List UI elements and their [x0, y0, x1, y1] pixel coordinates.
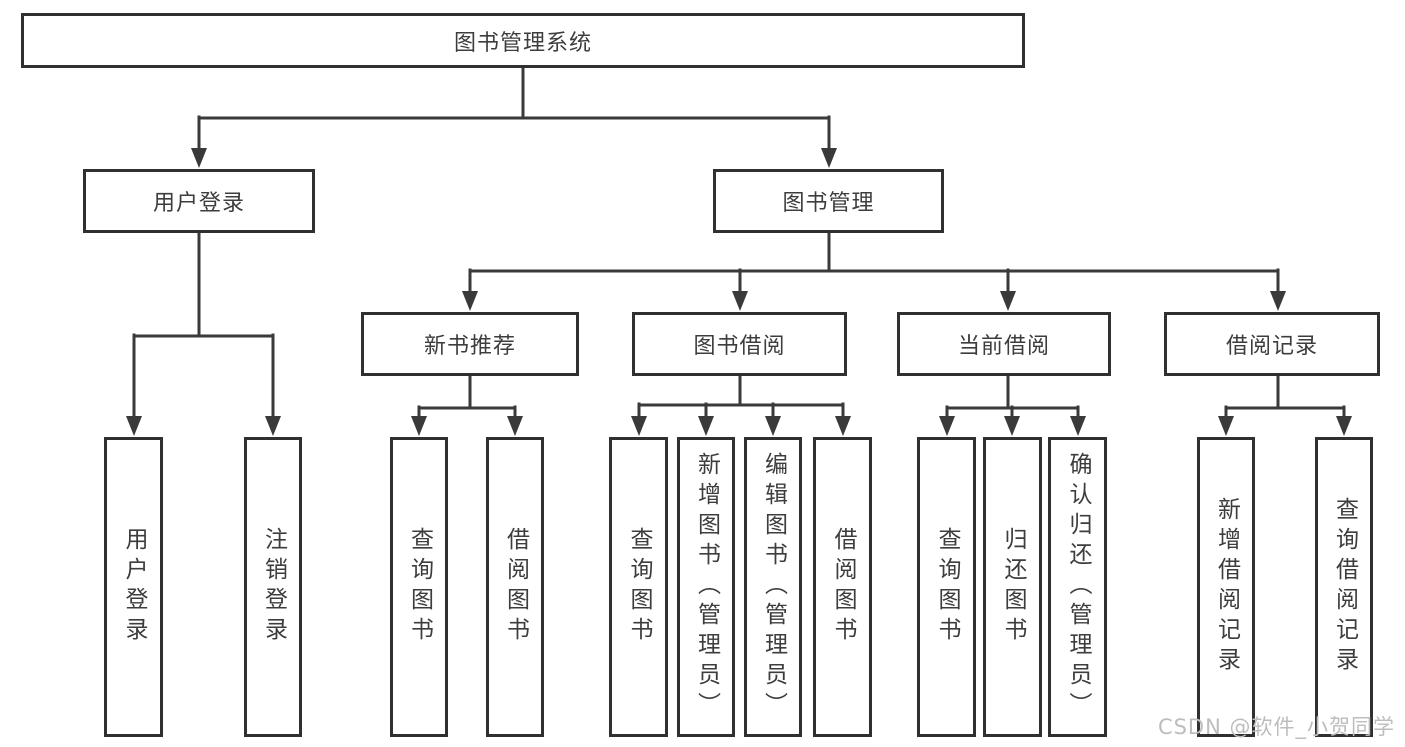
leaf-add-borrow-record-label: 新增借阅记录: [1213, 497, 1240, 677]
leaf-borrow-book-recommend: 借阅图书: [486, 437, 544, 737]
node-new-book-recommend-label: 新书推荐: [423, 334, 516, 359]
leaf-confirm-return-admin-label: 确认归还（管理员）: [1065, 452, 1091, 722]
leaf-logout-label: 注销登录: [260, 527, 287, 647]
leaf-borrow-book-label: 借阅图书: [830, 527, 856, 647]
leaf-query-book-current-label: 查询图书: [934, 527, 960, 647]
leaf-query-borrow-record-label: 查询借阅记录: [1331, 497, 1358, 677]
leaf-return-book-label: 归还图书: [1000, 527, 1026, 647]
leaf-user-login: 用户登录: [104, 437, 163, 737]
leaf-add-book-admin-label: 新增图书（管理员）: [693, 452, 720, 722]
connector-root-to-level2: [191, 65, 837, 168]
node-root-label: 图书管理系统: [453, 30, 592, 56]
leaf-return-book: 归还图书: [983, 437, 1042, 737]
node-current-borrow: 当前借阅: [897, 312, 1111, 376]
leaf-add-book-admin: 新增图书（管理员）: [677, 437, 735, 737]
leaf-confirm-return-admin: 确认归还（管理员）: [1048, 437, 1107, 737]
node-current-borrow-label: 当前借阅: [957, 334, 1050, 359]
connector-records-to-leaves: [1218, 373, 1352, 436]
leaf-query-book-recommend-label: 查询图书: [406, 527, 433, 647]
node-user-login: 用户登录: [83, 169, 315, 233]
node-book-management: 图书管理: [713, 169, 944, 233]
leaf-borrow-book-recommend-label: 借阅图书: [502, 527, 529, 647]
connector-current-to-leaves: [939, 373, 1086, 436]
connector-management-to-level3: [462, 230, 1286, 311]
node-new-book-recommend: 新书推荐: [361, 312, 579, 376]
connector-borrow-to-leaves: [631, 373, 851, 436]
leaf-edit-book-admin: 编辑图书（管理员）: [744, 437, 802, 737]
node-borrow-records: 借阅记录: [1164, 312, 1380, 376]
leaf-logout: 注销登录: [244, 437, 302, 737]
leaf-user-login-label: 用户登录: [121, 527, 147, 647]
leaf-query-book-recommend: 查询图书: [390, 437, 448, 737]
leaf-edit-book-admin-label: 编辑图书（管理员）: [760, 452, 787, 722]
node-root: 图书管理系统: [21, 13, 1025, 68]
node-book-management-label: 图书管理: [782, 191, 875, 216]
connector-login-to-leaves: [126, 230, 281, 436]
node-book-borrow: 图书借阅: [632, 312, 847, 376]
leaf-query-book-borrow: 查询图书: [609, 437, 668, 737]
connector-newbook-to-leaves: [411, 373, 523, 436]
leaf-query-book-borrow-label: 查询图书: [626, 527, 652, 647]
node-borrow-records-label: 借阅记录: [1225, 334, 1318, 359]
node-book-borrow-label: 图书借阅: [693, 334, 786, 359]
leaf-borrow-book: 借阅图书: [813, 437, 872, 737]
leaf-add-borrow-record: 新增借阅记录: [1197, 437, 1255, 737]
leaf-query-borrow-record: 查询借阅记录: [1315, 437, 1373, 737]
watermark: CSDN @软件_小贺同学: [1157, 715, 1395, 739]
leaf-query-book-current: 查询图书: [917, 437, 976, 737]
node-user-login-label: 用户登录: [152, 191, 245, 216]
